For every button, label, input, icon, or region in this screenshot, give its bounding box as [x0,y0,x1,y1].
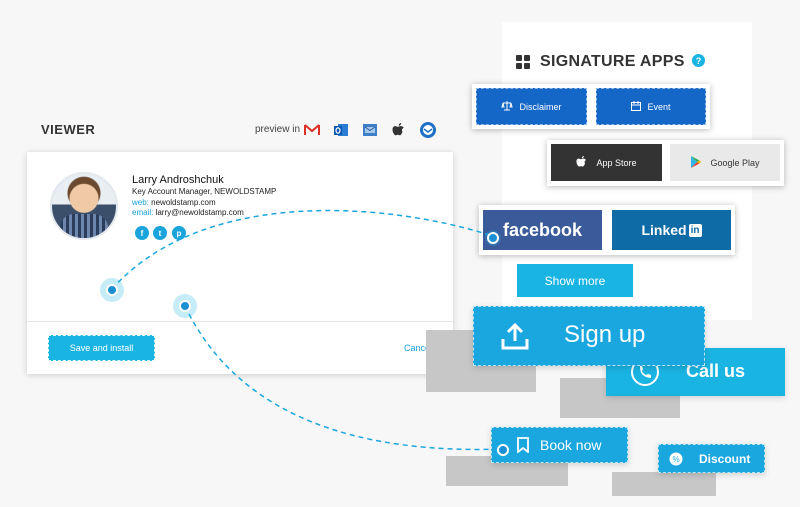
facebook-button[interactable]: facebook [483,210,602,250]
help-icon[interactable]: ? [692,54,705,67]
scale-icon [501,100,514,113]
card-divider [27,321,453,322]
gmail-icon[interactable] [302,120,321,139]
apple-icon [576,155,588,171]
google-play-label: Google Play [710,157,760,168]
twitter-icon[interactable]: t [153,226,167,240]
drag-handle[interactable] [495,442,511,458]
book-now-button[interactable]: Book now [491,427,628,463]
apps-grid-icon [516,55,530,69]
disclaimer-label: Disclaimer [519,101,562,112]
show-more-button[interactable]: Show more [517,264,633,297]
outlook-icon[interactable] [331,120,350,139]
ghost-block [612,472,716,496]
event-label: Event [647,101,671,112]
bookmark-icon [517,437,529,458]
apps-title: SIGNATURE APPS [540,53,685,70]
signature-preview-card: Larry Androshchuk Key Account Manager, N… [27,152,453,374]
avatar [50,172,118,240]
signature-web: web: newoldstamp.com [132,198,216,207]
drag-handle[interactable] [485,230,501,246]
book-now-label: Book now [540,437,602,453]
call-us-label: Call us [686,361,746,381]
email-label: email: [132,208,154,217]
sign-up-button[interactable]: Sign up [473,306,705,366]
calendar-icon [631,100,642,113]
svg-text:%: % [672,455,679,464]
signature-role: Key Account Manager, NEWOLDSTAMP [132,187,277,196]
email-value[interactable]: larry@newoldstamp.com [155,208,244,217]
signature-email: email: larry@newoldstamp.com [132,208,244,217]
apple-mail-icon[interactable] [360,120,379,139]
pinterest-icon[interactable]: p [172,226,186,240]
email-client-icons [302,120,437,139]
disclaimer-button[interactable]: Disclaimer [476,88,587,125]
app-store-label: App Store [596,157,637,168]
apple-icon[interactable] [389,120,408,139]
discount-button[interactable]: % Discount [658,444,765,473]
app-store-button[interactable]: App Store [551,144,662,181]
discount-badge-icon: % [669,452,683,471]
drag-handle[interactable] [100,278,124,302]
discount-label: Discount [699,452,751,466]
google-play-button[interactable]: Google Play [670,144,780,181]
web-label: web: [132,198,149,207]
linkedin-in-badge: in [688,223,702,237]
sign-up-label: Sign up [564,321,646,348]
cancel-button[interactable]: Cancel [404,343,433,353]
drag-handle[interactable] [173,294,197,318]
linkedin-label: Linked [641,222,687,238]
upload-icon [500,321,530,356]
save-and-install-button[interactable]: Save and install [48,335,155,361]
google-play-icon [690,155,702,171]
thunderbird-icon[interactable] [418,120,437,139]
preview-label: preview in [255,124,301,135]
facebook-icon[interactable]: f [135,226,149,240]
event-button[interactable]: Event [596,88,706,125]
linkedin-button[interactable]: Linked in [612,210,731,250]
signature-name: Larry Androshchuk [132,174,224,186]
web-value[interactable]: newoldstamp.com [151,198,216,207]
viewer-title: VIEWER [41,122,96,137]
